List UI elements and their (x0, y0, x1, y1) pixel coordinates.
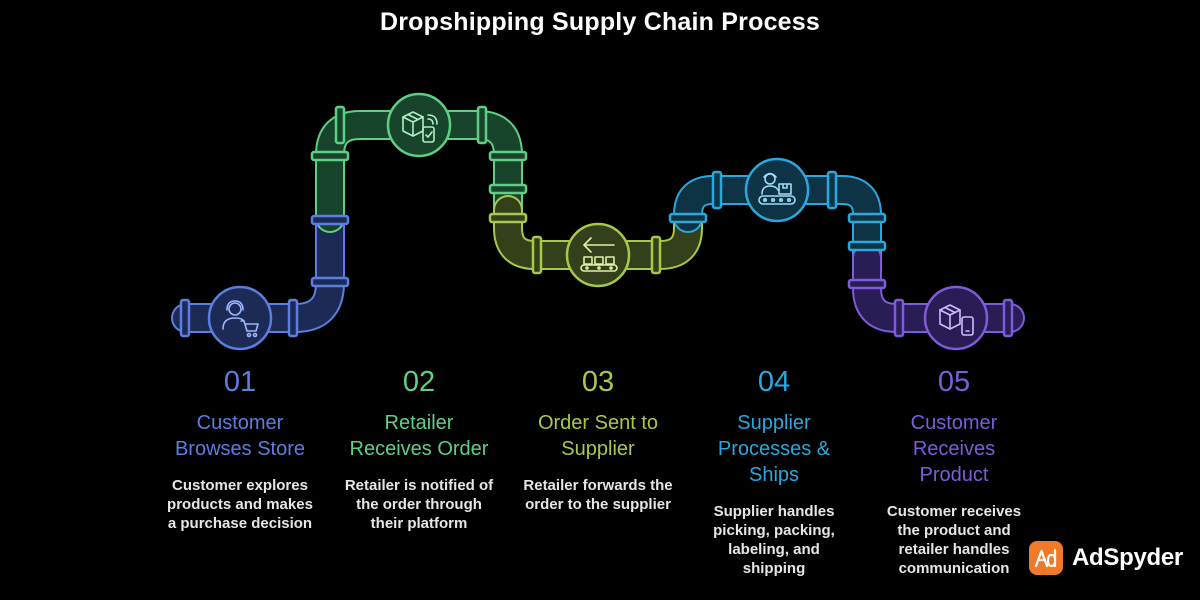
worker-conveyor-icon (758, 172, 796, 205)
adspyder-brand: AdSpyder (1029, 541, 1183, 575)
step-number: 04 (757, 366, 791, 398)
pipe-couplings (179, 105, 1014, 338)
forward-to-supplier-icon (580, 237, 618, 272)
step-node-3 (565, 222, 631, 288)
step-heading: Customer Receives Product (910, 412, 998, 486)
step-heading: Customer Browses Store (174, 412, 306, 460)
step-number: 02 (402, 366, 436, 398)
pipeline-graphic (171, 92, 1025, 351)
adspyder-logo-icon (1029, 541, 1063, 575)
step-description: Supplier handles picking, packing, label… (713, 503, 835, 577)
step-4: 04 Supplier Processes & Ships Supplier h… (684, 364, 864, 578)
step-node-4 (744, 157, 810, 223)
step-node-5 (923, 285, 989, 351)
step-2: 02 Retailer Receives Order Retailer is n… (329, 364, 509, 533)
step-node-2 (386, 92, 452, 158)
step-5: 05 Customer Receives Product Customer re… (864, 364, 1044, 578)
step-description: Customer receives the product and retail… (886, 503, 1022, 577)
step-heading: Supplier Processes & Ships (717, 412, 831, 486)
brand-name: AdSpyder (1072, 544, 1183, 571)
step-heading: Retailer Receives Order (349, 412, 489, 460)
package-mobile-icon (939, 304, 974, 336)
step-description: Customer explores products and makes a p… (167, 477, 313, 532)
step-3: 03 Order Sent to Supplier Retailer forwa… (508, 364, 688, 514)
step-node-1 (207, 285, 273, 351)
step-description: Retailer forwards the order to the suppl… (523, 477, 673, 513)
diagram-title: Dropshipping Supply Chain Process (380, 8, 820, 36)
step-number: 03 (581, 366, 615, 398)
step-1: 01 Customer Browses Store Customer explo… (150, 364, 330, 533)
step-description: Retailer is notified of the order throug… (344, 477, 494, 532)
package-received-icon (402, 111, 438, 143)
step-number: 05 (937, 366, 971, 398)
customer-shopping-cart-icon (222, 300, 259, 338)
step-heading: Order Sent to Supplier (537, 412, 659, 460)
step-number: 01 (223, 366, 257, 398)
